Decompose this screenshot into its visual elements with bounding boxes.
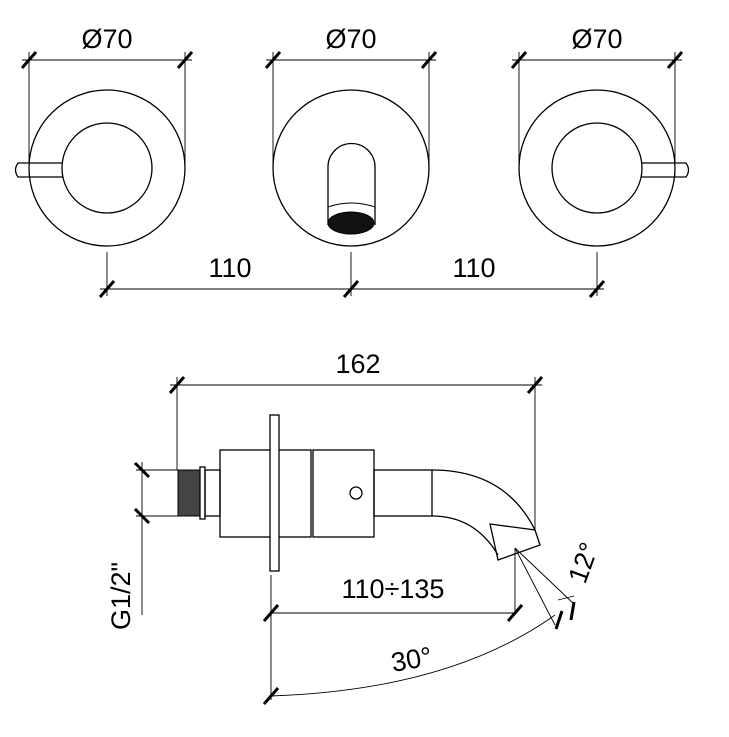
spout-curve-bottom (431, 515, 499, 556)
body-front (312, 449, 375, 538)
spray-angle-label: 12° (562, 538, 604, 587)
left-rosette (28, 89, 186, 247)
spacing-label-left: 110 (208, 253, 251, 283)
diameter-label-right: Ø70 (571, 24, 622, 54)
spacing-label-right: 110 (452, 253, 495, 283)
spout-angle-label: 30° (389, 641, 434, 678)
mixer-side-view (177, 414, 541, 572)
spout-curve-top (431, 469, 536, 531)
angle-dimensions (262, 547, 576, 705)
right-rosette (518, 89, 676, 247)
spout-ring (327, 202, 376, 208)
body-rear (219, 449, 312, 538)
left-lever (14, 162, 63, 178)
left-handle-front-view (14, 89, 186, 247)
spacing-dimensions (98, 252, 606, 298)
nut-ring (199, 466, 206, 520)
thread (177, 469, 201, 517)
wall-flange (269, 414, 280, 572)
thread-label: G1/2" (106, 562, 136, 630)
nozzle (489, 523, 541, 561)
projection-label: 110÷135 (342, 574, 445, 604)
inlet-pipe (204, 469, 221, 517)
right-handle-front-view (518, 89, 690, 247)
spout-body (327, 142, 376, 225)
right-knob (551, 122, 643, 214)
spout-front-view (272, 89, 430, 247)
left-knob (61, 122, 153, 214)
right-lever (641, 162, 690, 178)
aerator (327, 211, 375, 235)
spout-pipe (373, 469, 433, 517)
overall-length-label: 162 (335, 349, 380, 379)
diameter-label-middle: Ø70 (325, 24, 376, 54)
diameter-label-left: Ø70 (81, 24, 132, 54)
diameter-dimensions (20, 51, 684, 168)
projection-dimension (262, 548, 524, 700)
set-screw-hole (349, 486, 363, 500)
overall-length-dimension (168, 376, 544, 530)
thread-dimension (133, 461, 178, 615)
